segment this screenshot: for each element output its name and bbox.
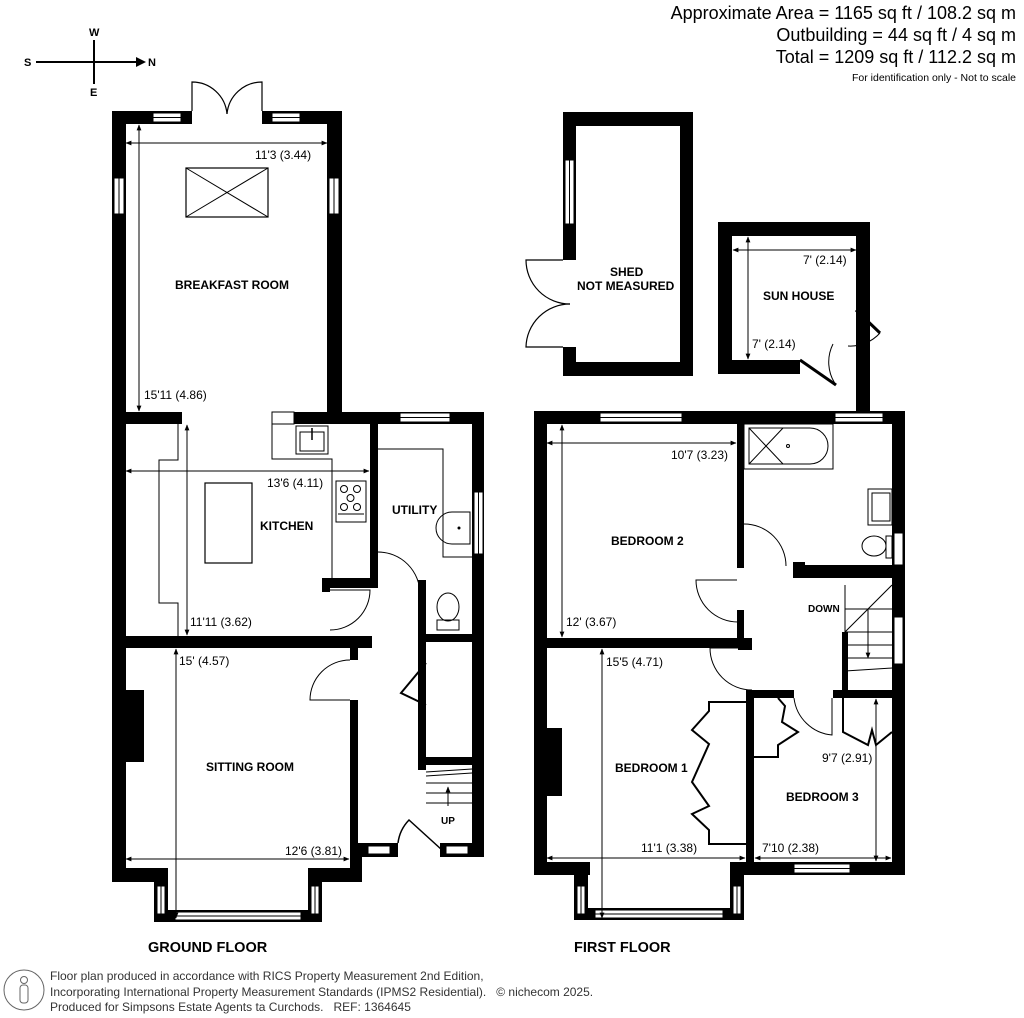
footer-line-2: Incorporating International Property Mea… [50,984,487,999]
kitchen-width: 13'6 (4.11) [267,476,323,490]
sitting-room-label: SITTING ROOM [206,760,294,774]
person-icon [3,969,45,1011]
bedroom2-label: BEDROOM 2 [611,534,684,548]
shed-plan: SHED NOT MEASURED [525,112,693,376]
disclaimer-note: For identification only - Not to scale [852,72,1016,84]
bedroom1-length: 15'5 (4.71) [606,655,663,669]
kitchen-label: KITCHEN [260,519,313,533]
footer-credits: Floor plan produced in accordance with R… [50,969,593,1016]
ground-floor-title: GROUND FLOOR [148,940,268,956]
compass-east: E [90,87,97,99]
bedroom1-width: 11'1 (3.38) [641,841,697,855]
stairs-up-label: UP [441,816,455,827]
sun-house-width: 7' (2.14) [803,253,847,267]
breakfast-width: 11'3 (3.44) [255,148,311,162]
footer-line-3: Produced for Simpsons Estate Agents ta C… [50,1000,411,1014]
first-floor-title: FIRST FLOOR [574,940,671,956]
breakfast-room-label: BREAKFAST ROOM [175,278,289,292]
ground-floor-plan: UP 11'3 (3.44) 15'11 (4.86) BR [112,81,484,956]
sun-house-label: SUN HOUSE [763,289,834,303]
copyright: © nichecom 2025. [496,984,594,999]
compass-north: N [148,57,156,69]
footer-line-1: Floor plan produced in accordance with R… [50,969,484,983]
sun-house-plan: 7' (2.14) 7' (2.14) SUN HOUSE [718,222,882,412]
first-floor-plan: DOWN 10'7 (3.2 [534,411,905,956]
area-summary: Approximate Area = 1165 sq ft / 108.2 sq… [671,2,1016,84]
sun-house-length: 7' (2.14) [752,337,796,351]
approximate-area: Approximate Area = 1165 sq ft / 108.2 sq… [670,3,1016,23]
stairs-down-label: DOWN [808,604,840,615]
bedroom3-width: 7'10 (2.38) [762,841,819,855]
sitting-length: 15' (4.57) [179,654,229,668]
total-area: Total = 1209 sq ft / 112.2 sq m [775,47,1016,67]
bedroom2-width: 10'7 (3.23) [671,448,728,462]
shed-label: SHED [610,265,644,279]
bedroom3-label: BEDROOM 3 [786,790,859,804]
compass-icon: S N W E [24,27,156,99]
outbuilding-area: Outbuilding = 44 sq ft / 4 sq m [776,25,1016,45]
kitchen-length: 11'11 (3.62) [190,615,252,629]
shed-not-measured: NOT MEASURED [577,279,675,293]
bedroom2-length: 12' (3.67) [566,615,616,629]
compass-west: W [89,27,100,39]
bedroom1-label: BEDROOM 1 [615,761,688,775]
bedroom3-length: 9'7 (2.91) [822,751,872,765]
compass-south: S [24,57,31,69]
sitting-width: 12'6 (3.81) [285,844,342,858]
utility-label: UTILITY [392,503,437,517]
breakfast-length: 15'11 (4.86) [144,388,207,402]
